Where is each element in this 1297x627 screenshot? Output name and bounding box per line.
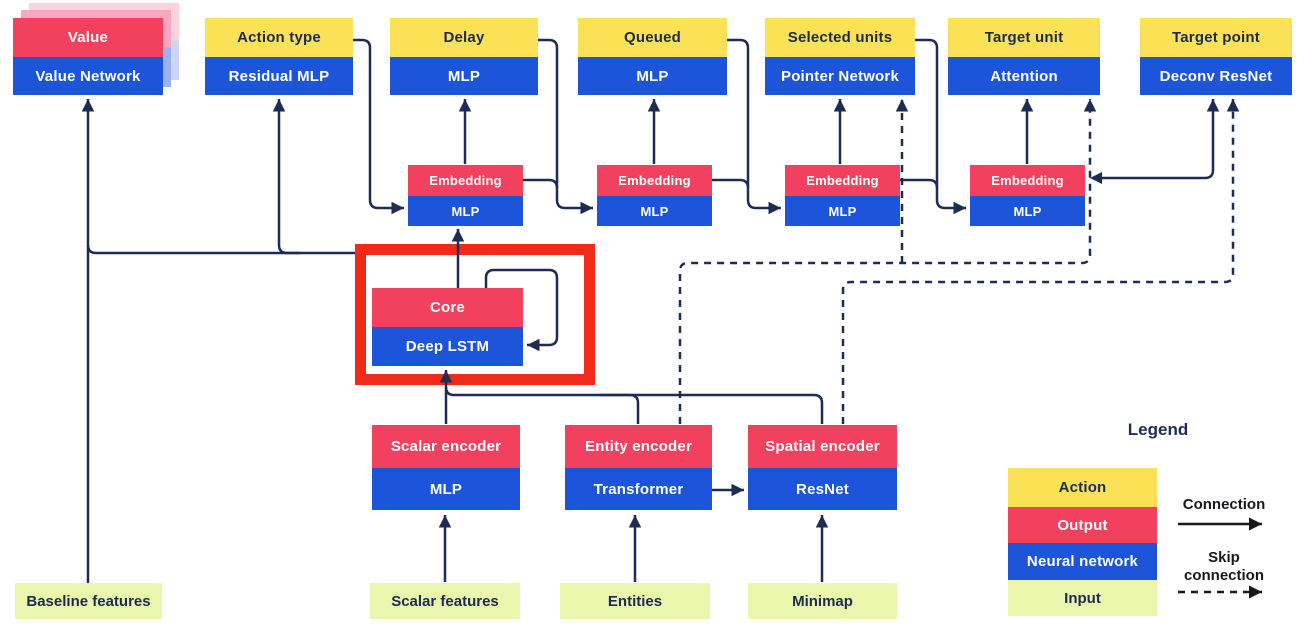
edge-spatial-to-lstm — [444, 386, 824, 424]
node-action-type: Action type Residual MLP — [205, 18, 353, 95]
node-selected-units: Selected units Pointer Network — [765, 18, 915, 95]
edge-entity-to-lstm — [600, 393, 640, 424]
legend-skip-line2: connection — [1183, 567, 1264, 584]
node-target-unit: Target unit Attention — [948, 18, 1100, 95]
value-output-label: Value — [13, 18, 163, 57]
node-core: Core Deep LSTM — [372, 288, 523, 366]
edge-embedding4-to-deconv — [1100, 99, 1220, 180]
node-spatial-encoder: Spatial encoder ResNet — [748, 425, 897, 510]
deconv-resnet-label: Deconv ResNet — [1140, 57, 1292, 95]
embedding3-mlp-label: MLP — [785, 196, 900, 226]
transformer-label: Transformer — [565, 468, 712, 510]
resnet-label: ResNet — [748, 468, 897, 510]
input-baseline-features: Baseline features — [15, 583, 162, 619]
node-embedding-1: Embedding MLP — [408, 165, 523, 226]
target-unit-label: Target unit — [948, 18, 1100, 57]
input-minimap: Minimap — [748, 583, 897, 619]
scalar-encoder-label: Scalar encoder — [372, 425, 520, 468]
node-entity-encoder: Entity encoder Transformer — [565, 425, 712, 510]
node-scalar-encoder: Scalar encoder MLP — [372, 425, 520, 510]
edge-selectedunits-to-embedding4 — [915, 38, 966, 215]
node-embedding-4: Embedding MLP — [970, 165, 1085, 226]
embedding1-mlp-label: MLP — [408, 196, 523, 226]
legend-input-label: Input — [1008, 580, 1157, 616]
skip-spatial-to-deconv — [841, 99, 1240, 424]
node-value: Value Value Network — [13, 18, 163, 95]
node-target-point: Target point Deconv ResNet — [1140, 18, 1292, 95]
legend-neural-network-label: Neural network — [1008, 543, 1157, 580]
core-label: Core — [372, 288, 523, 327]
legend-connection-label: Connection — [1182, 496, 1266, 513]
deep-lstm-label: Deep LSTM — [372, 327, 523, 366]
embedding4-label: Embedding — [970, 165, 1085, 196]
legend-output-label: Output — [1008, 507, 1157, 543]
embedding1-label: Embedding — [408, 165, 523, 196]
edge-queued-to-embedding3 — [727, 38, 781, 215]
node-embedding-2: Embedding MLP — [597, 165, 712, 226]
input-scalar-features: Scalar features — [370, 583, 520, 619]
node-queued: Queued MLP — [578, 18, 727, 95]
embedding4-mlp-label: MLP — [970, 196, 1085, 226]
input-entities: Entities — [560, 583, 710, 619]
value-network-label: Value Network — [13, 57, 163, 95]
node-embedding-3: Embedding MLP — [785, 165, 900, 226]
action-type-label: Action type — [205, 18, 353, 57]
legend-title: Legend — [1127, 420, 1189, 439]
residual-mlp-label: Residual MLP — [205, 57, 353, 95]
edge-lstm-self-loop — [484, 268, 559, 352]
core-highlight-rectangle — [355, 244, 595, 385]
edge-core-to-actiontype — [272, 99, 300, 255]
embedding2-mlp-label: MLP — [597, 196, 712, 226]
legend-action-label: Action — [1008, 468, 1157, 507]
delay-label: Delay — [390, 18, 538, 57]
edge-embedding3-merge — [900, 178, 939, 189]
attention-label: Attention — [948, 57, 1100, 95]
embedding2-label: Embedding — [597, 165, 712, 196]
skip-entity-to-attention — [678, 99, 1097, 424]
edge-embedding1-merge — [523, 178, 559, 189]
legend-color-key: Action Output Neural network Input — [1008, 468, 1157, 616]
pointer-network-label: Pointer Network — [765, 57, 915, 95]
legend-skip-line1: Skip — [1208, 549, 1240, 566]
entity-encoder-label: Entity encoder — [565, 425, 712, 468]
legend-skip-label: Skip connection — [1172, 549, 1276, 585]
delay-mlp-label: MLP — [390, 57, 538, 95]
edge-delay-to-embedding2 — [538, 38, 593, 215]
edge-actiontype-to-embedding1 — [353, 38, 404, 215]
queued-mlp-label: MLP — [578, 57, 727, 95]
spatial-encoder-label: Spatial encoder — [748, 425, 897, 468]
selected-units-label: Selected units — [765, 18, 915, 57]
target-point-label: Target point — [1140, 18, 1292, 57]
edge-embedding2-merge — [710, 178, 750, 189]
scalar-mlp-label: MLP — [372, 468, 520, 510]
queued-label: Queued — [578, 18, 727, 57]
arrow-into-embedding4 — [1090, 172, 1102, 184]
node-delay: Delay MLP — [390, 18, 538, 95]
embedding3-label: Embedding — [785, 165, 900, 196]
